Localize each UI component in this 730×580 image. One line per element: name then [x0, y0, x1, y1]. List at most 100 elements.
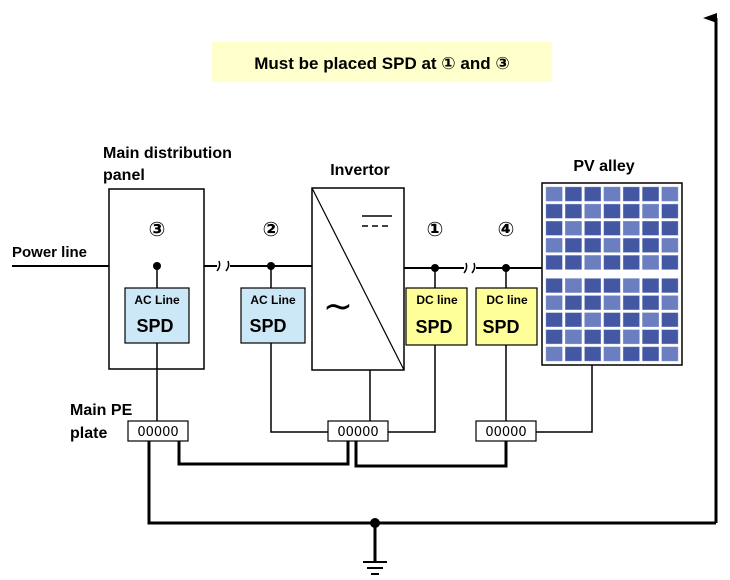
pv-cell: [565, 220, 582, 236]
pv-cell: [584, 255, 602, 270]
terminal-block-pv: 00000: [475, 420, 537, 442]
banner-text: Must be placed SPD at ① and ③: [254, 54, 510, 73]
pv-cell: [603, 278, 621, 293]
pv-cell: [642, 238, 659, 253]
point-4-label: ④: [498, 219, 515, 241]
pv-cell: [545, 312, 563, 328]
spd-box: [405, 287, 468, 346]
pv-cell: [642, 329, 659, 345]
pv-cell: [565, 346, 582, 362]
power-line-label: Power line: [12, 244, 87, 261]
pv-cell: [642, 295, 659, 310]
pv-cell: [603, 238, 621, 253]
pv-cell: [661, 329, 679, 345]
pv-cell: [661, 346, 679, 362]
pv-cell: [642, 186, 659, 202]
pv-cell: [565, 186, 582, 202]
pv-cell: [545, 186, 563, 202]
pv-cell: [661, 203, 679, 219]
banner: Must be placed SPD at ① and ③: [212, 42, 552, 82]
pv-cell: [584, 346, 602, 362]
spd-label: SPD: [415, 317, 452, 337]
pv-cell: [622, 346, 640, 362]
spd-label: SPD: [249, 316, 286, 336]
pv-cell: [584, 238, 602, 253]
wire-segment: [270, 343, 328, 433]
pv-cell: [622, 295, 640, 310]
pv-cell: [642, 220, 659, 236]
spd-box: [240, 287, 306, 344]
pv-cell: [603, 220, 621, 236]
pe-plate-label-line2: plate: [70, 425, 107, 442]
terminal-contacts: 00000: [337, 425, 378, 440]
pv-cell: [584, 220, 602, 236]
point-3-label: ③: [149, 219, 166, 241]
pv-cell: [545, 220, 563, 236]
pv-cell: [584, 312, 602, 328]
pv-cell: [565, 312, 582, 328]
spd-type-label: DC line: [486, 293, 528, 307]
pv-cell: [603, 346, 621, 362]
bonding-conductor: [354, 441, 508, 468]
main-panel-label-line2: panel: [103, 167, 145, 184]
pv-cell: [565, 255, 582, 270]
earth-conductor: [147, 441, 716, 525]
terminal-block-main-pe: 00000: [127, 420, 189, 442]
point-2-label: ②: [263, 219, 280, 241]
pv-cell: [545, 295, 563, 310]
pv-cell: [584, 278, 602, 293]
pv-cell: [642, 346, 659, 362]
banner-background: [212, 42, 552, 82]
invertor-label: Invertor: [330, 162, 390, 179]
pv-cell: [622, 312, 640, 328]
spd-type-label: AC Line: [134, 293, 180, 307]
spd-box: [124, 287, 190, 344]
pv-cell: [545, 203, 563, 219]
pv-cell: [661, 186, 679, 202]
spd-dc-pv: DC line SPD: [475, 287, 538, 346]
ground-symbol: [363, 561, 387, 575]
pv-cell: [603, 329, 621, 345]
pv-cell: [545, 346, 563, 362]
pv-cell: [661, 312, 679, 328]
wire-segment: [536, 365, 593, 433]
pv-label: PV alley: [573, 158, 634, 175]
invertor-diagonal: [311, 187, 405, 371]
pv-cell: [622, 278, 640, 293]
spd-type-label: DC line: [416, 293, 458, 307]
pv-cell: [545, 278, 563, 293]
main-panel-label-line1: Main distribution: [103, 145, 232, 162]
spd-label: SPD: [136, 316, 173, 336]
pv-cell: [545, 238, 563, 253]
pv-cell: [565, 238, 582, 253]
spd-label: SPD: [482, 317, 519, 337]
pv-cell: [642, 312, 659, 328]
pv-cell: [642, 255, 659, 270]
pv-cell: [565, 329, 582, 345]
pv-array: [541, 182, 683, 366]
pv-cell: [661, 295, 679, 310]
pv-cell: [642, 203, 659, 219]
line-break-mark: [463, 262, 476, 274]
pv-cell: [584, 329, 602, 345]
terminal-block-invertor: 00000: [327, 420, 389, 442]
pv-cell: [603, 203, 621, 219]
pv-cell: [584, 186, 602, 202]
pv-cell: [565, 203, 582, 219]
pv-cell: [622, 238, 640, 253]
spd-box: [475, 287, 538, 346]
pv-cell: [661, 238, 679, 253]
pv-cell: [622, 220, 640, 236]
ac-symbol: ~: [323, 286, 353, 327]
pv-cell: [661, 220, 679, 236]
pv-cell: [661, 255, 679, 270]
pv-cell: [622, 255, 640, 270]
pv-cell: [642, 278, 659, 293]
pe-plate-label-line1: Main PE: [70, 402, 133, 419]
pv-cell: [545, 329, 563, 345]
pv-cell: [603, 295, 621, 310]
pv-cell: [661, 278, 679, 293]
pv-cell: [622, 186, 640, 202]
pv-cell: [603, 186, 621, 202]
